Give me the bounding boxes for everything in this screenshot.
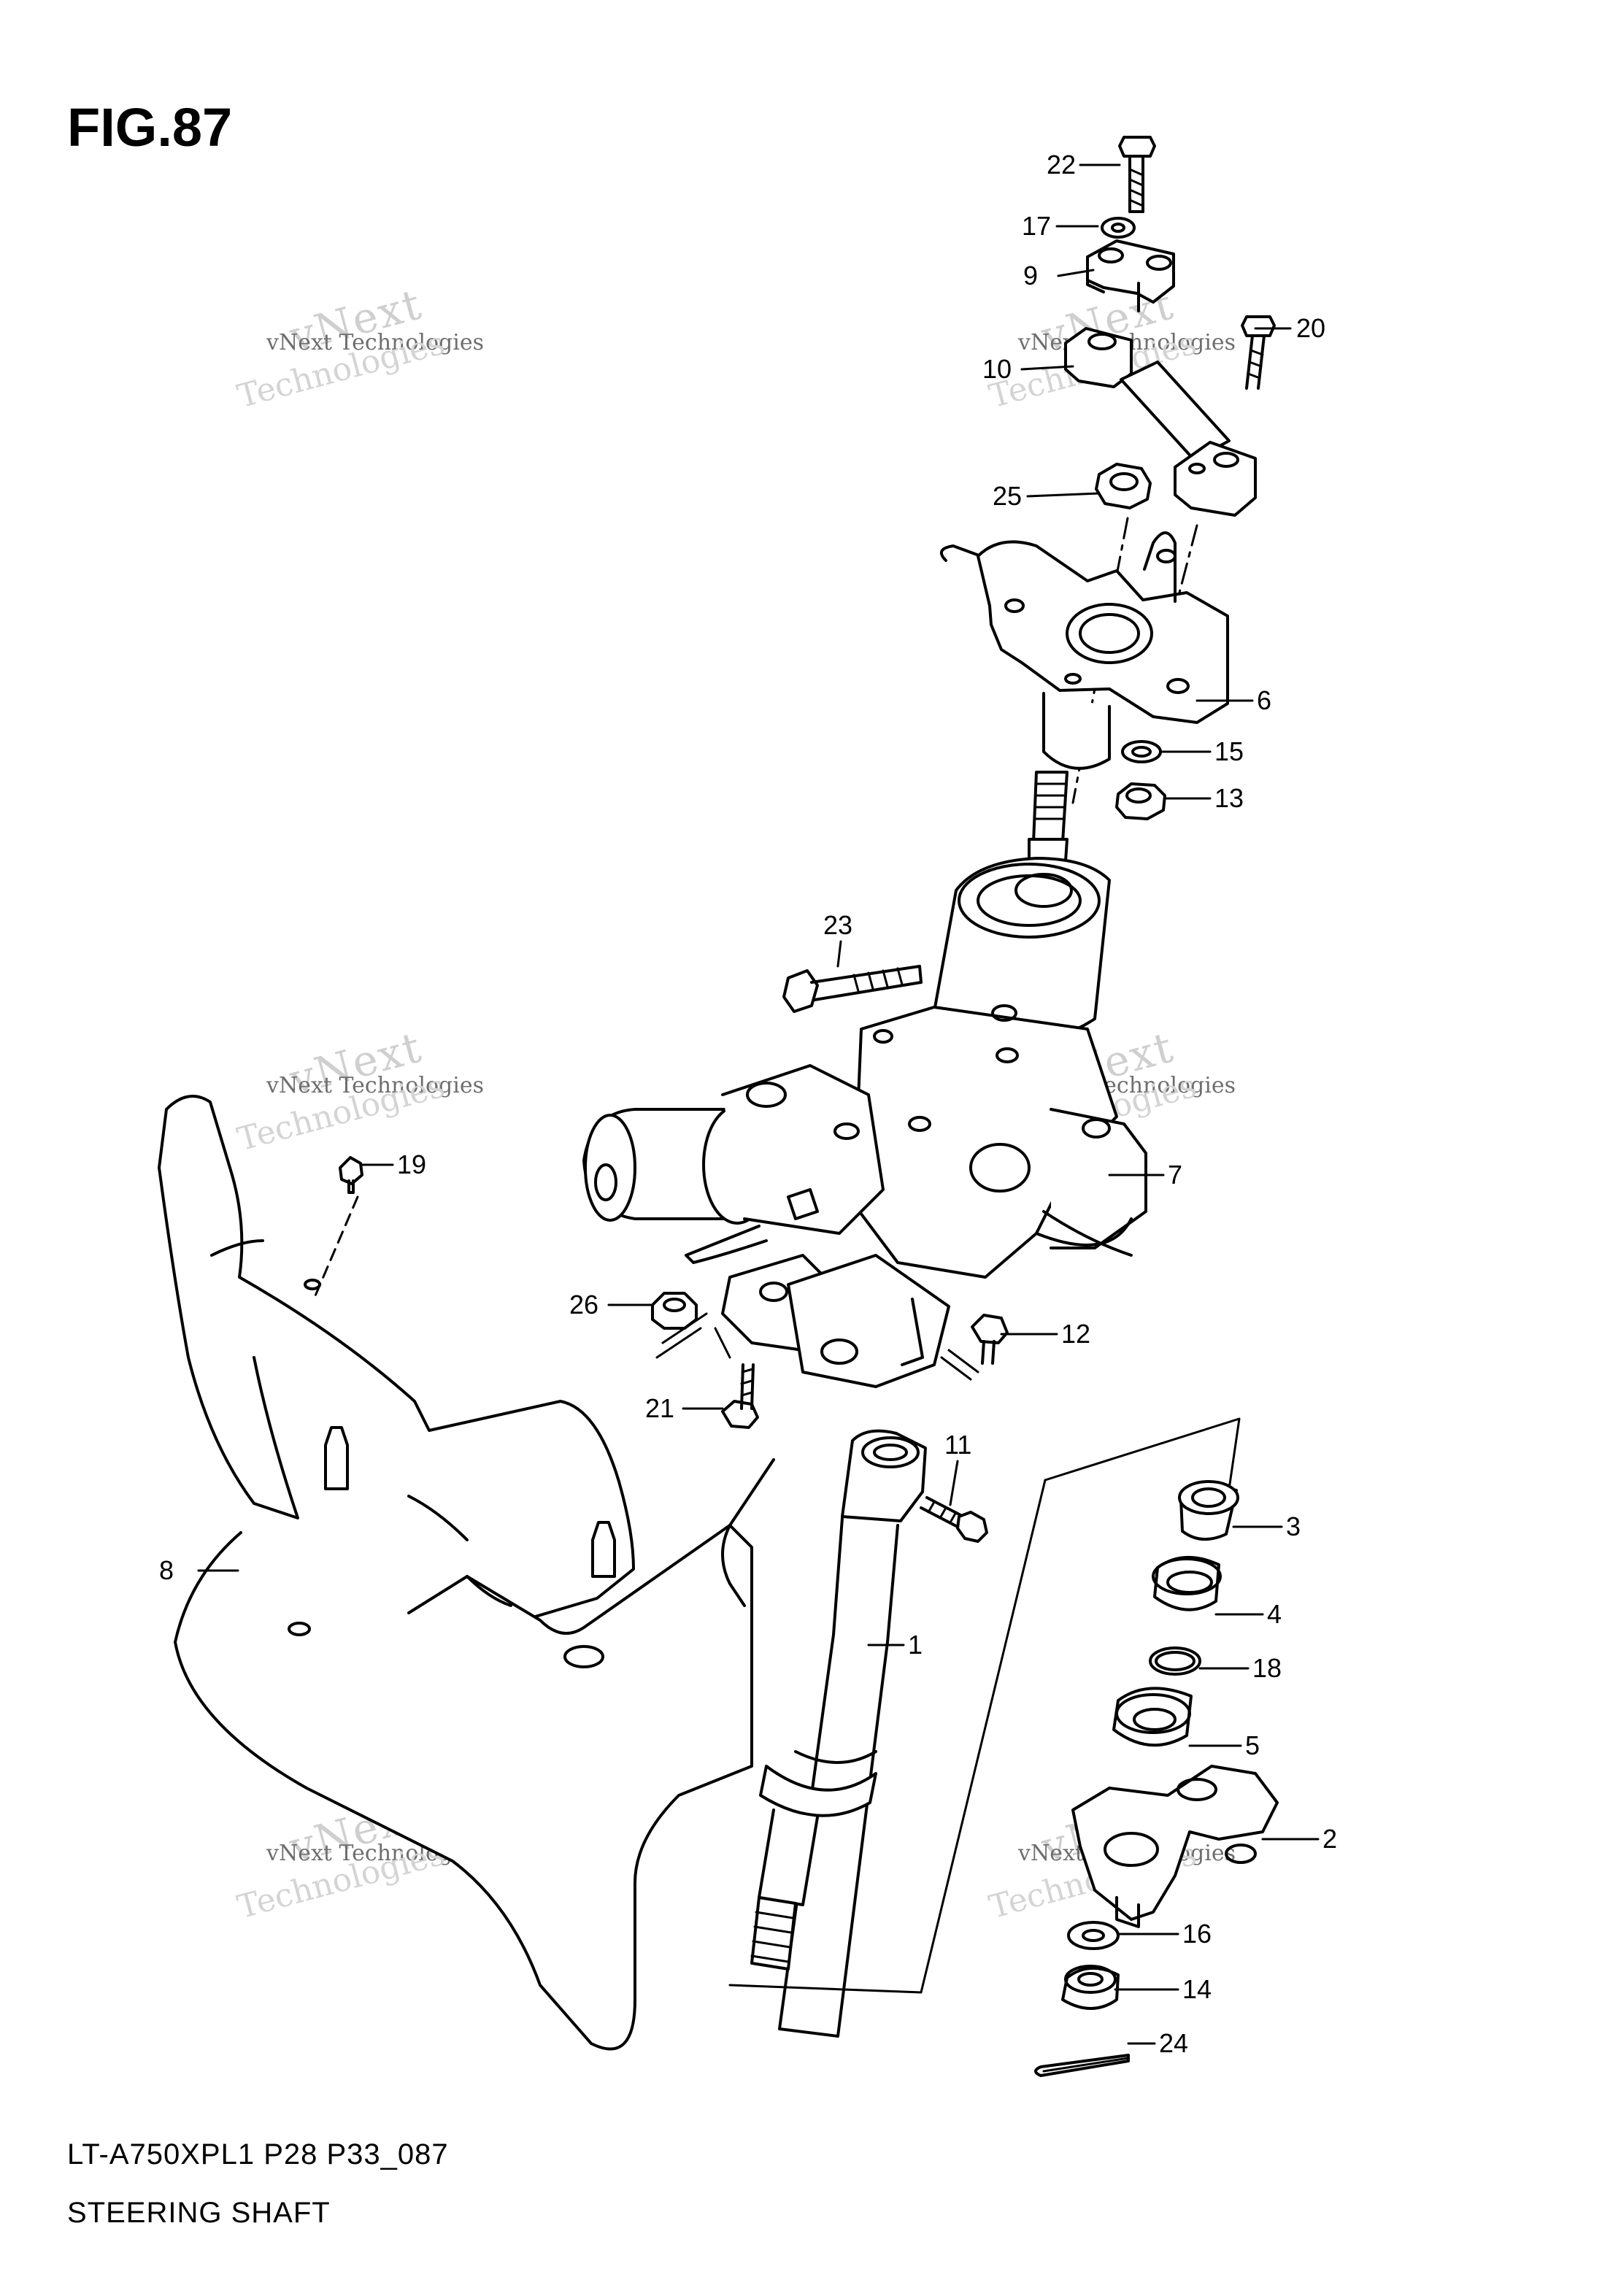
part-23-bolt[interactable]: [782, 965, 923, 1013]
part-17-washer[interactable]: [1101, 217, 1136, 239]
part-20-bolt[interactable]: [1241, 315, 1276, 390]
callout-labels: 22 17 9 20 10 25 6 15 13 23 7 19 26 12 2…: [159, 150, 1337, 2058]
callout-17[interactable]: 17: [1022, 211, 1051, 241]
callout-7[interactable]: 7: [1168, 1160, 1182, 1190]
part-10-handlebar-holder[interactable]: [1064, 327, 1257, 517]
part-6-upper-bracket[interactable]: [939, 531, 1229, 770]
part-19-clip[interactable]: [339, 1156, 363, 1194]
callout-12[interactable]: 12: [1061, 1319, 1090, 1349]
callout-8[interactable]: 8: [159, 1555, 174, 1585]
part-8-shaft-cover[interactable]: [158, 1095, 775, 2051]
callout-4[interactable]: 4: [1267, 1599, 1282, 1629]
callout-18[interactable]: 18: [1252, 1653, 1282, 1683]
callout-15[interactable]: 15: [1214, 736, 1244, 766]
callout-14[interactable]: 14: [1182, 1974, 1212, 2004]
callout-24[interactable]: 24: [1159, 2028, 1188, 2058]
callout-11[interactable]: 11: [944, 1430, 971, 1460]
callout-16[interactable]: 16: [1182, 1919, 1212, 1949]
section-name: STEERING SHAFT: [67, 2197, 331, 2229]
part-4-seal[interactable]: [1152, 1556, 1222, 1611]
part-11-bolt[interactable]: [920, 1496, 988, 1543]
part-16-washer[interactable]: [1067, 1921, 1120, 1950]
callout-6[interactable]: 6: [1257, 685, 1271, 715]
part-14-castle-nut[interactable]: [1061, 1965, 1120, 2010]
callout-25[interactable]: 25: [993, 481, 1022, 511]
callout-5[interactable]: 5: [1245, 1730, 1260, 1760]
part-26-nut[interactable]: [651, 1292, 698, 1330]
part-3-bushing[interactable]: [1178, 1480, 1239, 1541]
callout-22[interactable]: 22: [1047, 150, 1076, 180]
part-15-washer[interactable]: [1121, 740, 1162, 763]
callout-21[interactable]: 21: [645, 1393, 674, 1423]
part-9-upper-clamp[interactable]: [1086, 239, 1175, 312]
part-22-bolt[interactable]: [1118, 136, 1156, 213]
callout-13[interactable]: 13: [1214, 783, 1244, 813]
callout-23[interactable]: 23: [823, 910, 852, 940]
part-2-steering-lever[interactable]: [1071, 1765, 1279, 1928]
figure-title: FIG.87: [67, 97, 233, 158]
callout-9[interactable]: 9: [1023, 261, 1038, 290]
part-25-nut[interactable]: [1095, 463, 1152, 509]
part-12-bolt[interactable]: [971, 1314, 1009, 1365]
part-18-o-ring[interactable]: [1149, 1646, 1201, 1676]
part-5-bearing[interactable]: [1112, 1687, 1193, 1747]
callout-19[interactable]: 19: [397, 1149, 426, 1179]
callout-20[interactable]: 20: [1296, 313, 1325, 343]
model-code: LT-A750XPL1 P28 P33_087: [67, 2138, 449, 2170]
callout-10[interactable]: 10: [982, 354, 1012, 384]
part-24-cotter-pin[interactable]: [1034, 2054, 1130, 2077]
part-21-bolt[interactable]: [721, 1363, 759, 1429]
part-7-steering-column[interactable]: [582, 771, 1147, 1388]
callout-3[interactable]: 3: [1286, 1511, 1301, 1541]
callout-1[interactable]: 1: [908, 1630, 923, 1660]
leader-lines: [197, 163, 1320, 2045]
callout-2[interactable]: 2: [1322, 1824, 1337, 1854]
callout-26[interactable]: 26: [569, 1290, 598, 1320]
part-1-steering-shaft[interactable]: [750, 1429, 927, 2038]
part-13-nut[interactable]: [1115, 782, 1166, 820]
